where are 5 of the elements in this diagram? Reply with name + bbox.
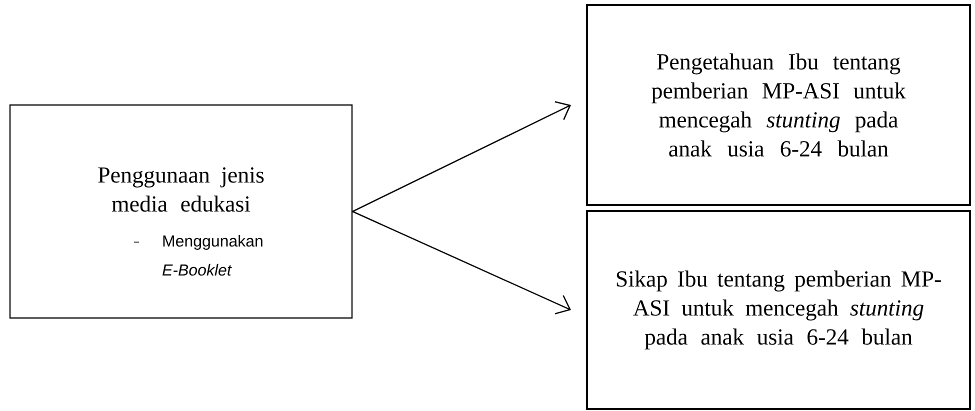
outcome-box: Sikap Ibu tentang pemberian MP-ASI untuk mencegah stunting pada anak usia 6-24 bulan — [586, 210, 971, 410]
input-box: Penggunaan jenis media edukasi Menggunakan E-Booklet — [9, 104, 353, 319]
arrow — [352, 101, 571, 212]
outcome-box: Pengetahuan Ibu tentang pemberian MP-ASI untuk mencegah stunting pada anak usia 6-24 bulan — [586, 4, 971, 206]
arrow — [352, 210, 571, 314]
